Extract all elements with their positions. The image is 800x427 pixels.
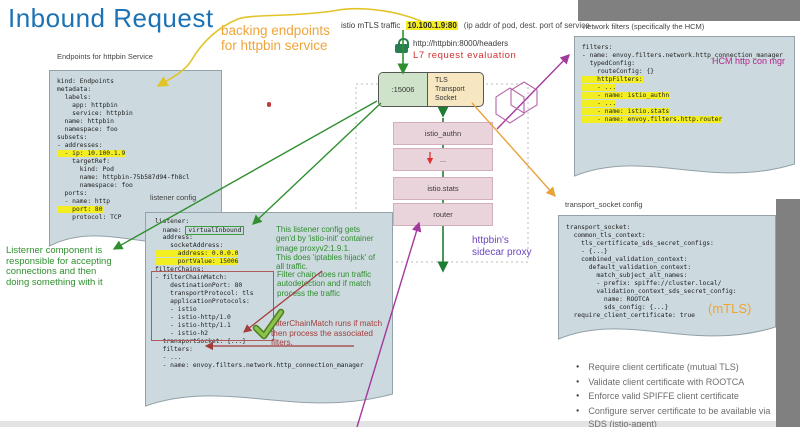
tls-transport-socket: TLS Transport Socket — [435, 77, 465, 102]
code-line: ports: — [57, 190, 88, 197]
code-line: - istio-h2 — [155, 330, 209, 337]
code-line: kind: Endpoints — [57, 78, 114, 85]
code-line: name: httpbin-75b587d94-fh8cl — [57, 174, 190, 181]
code-line: routeConfig: {} — [582, 68, 655, 75]
code-line: - name: istio.stats — [582, 108, 670, 115]
request-url: http://httpbin:8000/headers — [413, 39, 509, 48]
code-line: service: httpbin — [57, 110, 133, 117]
code-line: applicationProtocols: — [155, 298, 250, 305]
filter-router: router — [393, 203, 493, 226]
endpoints-box-label: Endpoints for httpbin Service — [57, 52, 153, 61]
code-line: namespace: foo — [57, 182, 133, 189]
code-line: name: ROOTCA — [566, 296, 650, 303]
pod-address-highlight: 10.100.1.9:80 — [406, 21, 458, 30]
code-line: typedConfig: — [582, 60, 636, 67]
code-line: validation_context_sds_secret_config: — [566, 288, 737, 295]
filterchainmatch-outline — [151, 271, 274, 341]
fcm-runs-note: FilterChainMatch runs if match then proc… — [271, 319, 383, 347]
sidecar-proxy-label: httpbin's sidecar proxy — [472, 235, 532, 258]
request-label-row: istio mTLS traffic 10.100.1.9:80 (ip add… — [341, 21, 590, 30]
green-arrow-listener-config — [251, 102, 382, 225]
code-line: - filterChainMatch: — [155, 274, 228, 281]
code-line: require_client_certificate: true — [566, 312, 695, 319]
code-line: filters: — [582, 44, 613, 51]
filter-istio-stats: istio.stats — [393, 177, 493, 200]
istio-mtls-label: istio mTLS traffic — [341, 21, 401, 30]
listener-port: :15006 — [379, 73, 428, 106]
code-line: - ... — [155, 354, 182, 361]
network-filters-config-box: filters:- name: envoy.filters.network.ht… — [574, 36, 795, 194]
code-line: labels: — [57, 94, 92, 101]
listener-gen-note: This listener config gets gen'd by 'isti… — [276, 225, 376, 272]
code-line: - {...} — [566, 248, 608, 255]
network-filters-box-label: network filters (specifically the HCM) — [583, 22, 705, 31]
code-line: - ... — [582, 100, 617, 107]
code-line: match_subject_alt_names: — [566, 272, 688, 279]
code-line: address: 0.0.0.0 — [155, 250, 239, 257]
code-line: - ip: 10.100.1.9 — [57, 150, 126, 157]
filter-autodetect-note: Filter chain does run traffic autodetect… — [277, 270, 372, 298]
code-line: app: httpbin — [57, 102, 118, 109]
filter-istio-authn: istio_authn — [393, 122, 493, 145]
list-item: Validate client certificate with ROOTCA — [572, 376, 782, 389]
code-line: name: httpbin — [57, 118, 114, 125]
pod-address-note: (ip addr of pod, dest. port of service — [463, 21, 590, 30]
code-line: - name: envoy.filters.http.router — [582, 116, 723, 123]
network-filters-yaml: filters:- name: envoy.filters.network.ht… — [582, 44, 783, 124]
code-line: metadata: — [57, 86, 92, 93]
mtls-requirements-list: Require client certificate (mutual TLS) … — [572, 361, 782, 427]
page-title: Inbound Request — [8, 3, 214, 33]
hexagon-icon — [495, 87, 525, 124]
code-line: transport_socket: — [566, 224, 631, 231]
code-line: combined_validation_context: — [566, 256, 688, 263]
code-line: httpFilters: — [582, 76, 643, 83]
code-line: portValue: 15006 — [155, 258, 239, 265]
code-line: - istio-http/1.0 — [155, 314, 231, 321]
hcm-note: HCM http con mgr — [712, 56, 786, 66]
code-line: common_tls_context: — [566, 232, 646, 239]
transport-socket-box-label: transport_socket config — [565, 200, 643, 209]
code-line: - ... — [582, 84, 617, 91]
magenta-arrow-network-filters — [496, 53, 570, 130]
red-mark — [267, 102, 271, 107]
hexagon-icon — [510, 81, 538, 114]
code-line: - name: envoy.filters.network.http_conne… — [582, 52, 783, 59]
code-line: kind: Pod — [57, 166, 114, 173]
listener-box-label: listener config — [150, 193, 197, 202]
code-line: default_validation_context: — [566, 264, 692, 271]
code-line: tls_certificate_sds_secret_configs: — [566, 240, 714, 247]
list-item: Enforce valid SPIFFE client certificate — [572, 390, 782, 403]
code-line: targetRef: — [57, 158, 111, 165]
code-line: - name: http — [57, 198, 111, 205]
lock-icon — [395, 38, 409, 54]
transport-socket-config-box: transport_socket: common_tls_context: tl… — [558, 215, 776, 357]
code-line: subsets: — [57, 134, 88, 141]
code-line: filters: — [155, 346, 193, 353]
code-line: namespace: foo — [57, 126, 118, 133]
top-right-gray-bar — [578, 0, 800, 21]
mtls-note: (mTLS) — [708, 301, 752, 316]
filter-ellipsis: ... — [393, 148, 493, 171]
inbound-listener-box: :15006 TLS Transport Socket — [378, 72, 484, 107]
listener-component-note: Listerner component is responsible for a… — [6, 245, 112, 288]
code-line: - istio — [155, 306, 197, 313]
right-edge-gray-bar — [776, 199, 800, 427]
code-line: filterChains: — [155, 266, 205, 273]
code-line: - istio-http/1.1 — [155, 322, 231, 329]
code-line: transportSocket: {...} — [155, 338, 246, 345]
backing-endpoints-note: backing endpoints for httpbin service — [221, 23, 330, 53]
code-line: sds_config: {...} — [566, 304, 669, 311]
l7-evaluation-label: L7 request evaluation — [413, 50, 517, 61]
code-line: - prefix: spiffe://cluster.local/ — [566, 280, 722, 287]
list-item: Require client certificate (mutual TLS) — [572, 361, 782, 374]
code-line: destinationPort: 80 — [155, 282, 243, 289]
code-line: - addresses: — [57, 142, 103, 149]
list-item: Configure server certificate to be avail… — [572, 405, 782, 427]
transport-socket-yaml: transport_socket: common_tls_context: tl… — [566, 224, 737, 320]
code-line: - name: envoy.filters.network.http_conne… — [155, 362, 364, 369]
code-line: - name: istio_authn — [582, 92, 670, 99]
code-line: port: 80 — [57, 206, 103, 213]
